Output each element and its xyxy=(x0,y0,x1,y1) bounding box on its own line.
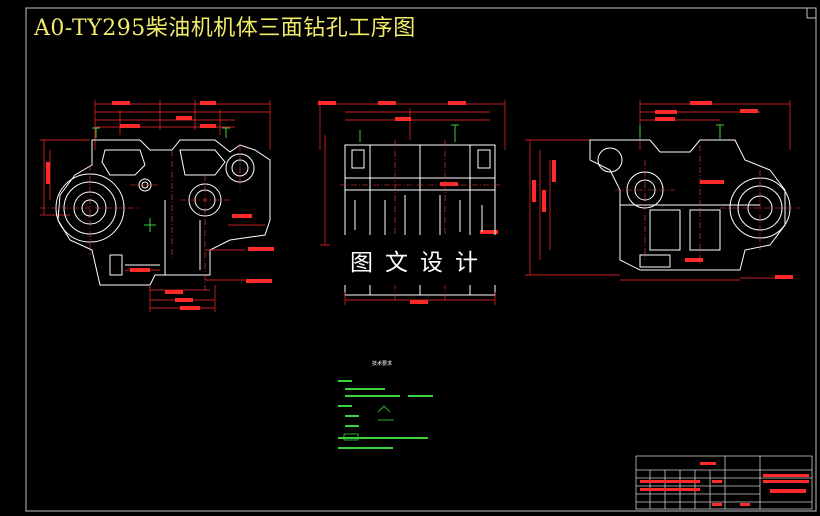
left-view xyxy=(40,100,274,312)
drawing-frame xyxy=(25,7,817,512)
technical-notes xyxy=(338,380,433,449)
title-block-text xyxy=(640,462,809,506)
technical-notes-heading: 技术要求 xyxy=(372,361,393,367)
middle-view xyxy=(318,100,506,305)
watermark-text: 图文设计 xyxy=(333,238,495,282)
right-view xyxy=(525,100,800,281)
drawing-title: A0-TY295柴油机机体三面钻孔工序图 xyxy=(34,16,416,41)
